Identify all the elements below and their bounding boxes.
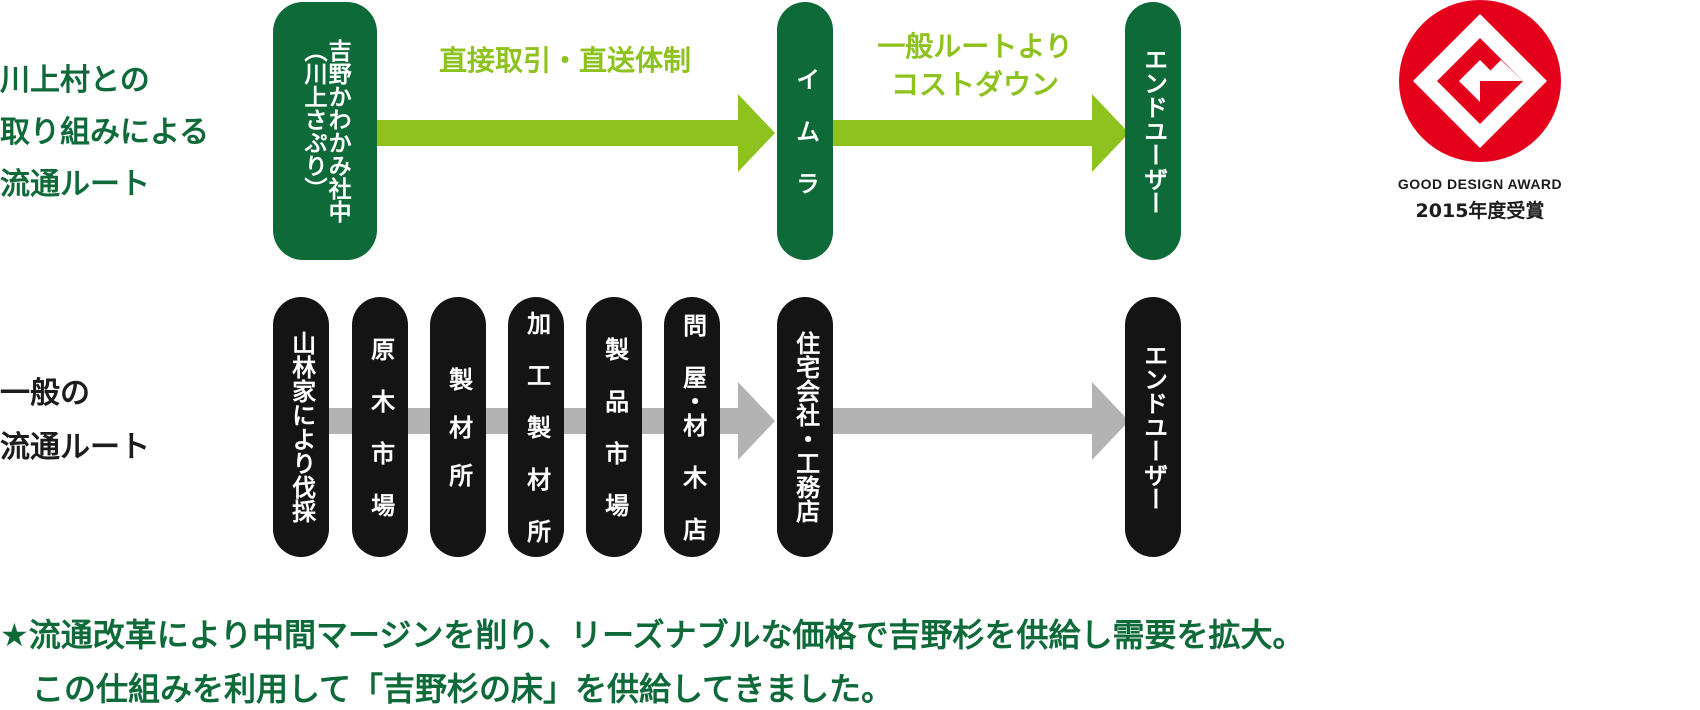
award-year: 2015年度受賞 [1415,200,1545,222]
node-product-market: 製 品 市 場 [586,297,642,557]
node-end-user-top: エンドユーザー [1125,2,1181,260]
footer-line-1: ★流通改革により中間マージンを削り、リーズナブルな価格で吉野杉を供給し需要を拡大… [0,616,1305,654]
cost-down-label: 一般ルートより コストダウン [877,30,1073,101]
top-arrow-2 [820,94,1129,172]
award-name: GOOD DESIGN AWARD [1397,176,1563,192]
direct-trade-label: 直接取引・直送体制 [438,44,691,77]
node-imura: イ ム ラ [777,2,833,260]
node-end-user-bottom: エンドユーザー [1125,297,1181,557]
node-sawmill: 製 材 所 [430,297,486,557]
general-route-label: 一般の 流通ルート [0,376,150,465]
node-forest-owner: 山林家により伐採 [273,297,329,557]
good-design-g-mark-icon [1399,0,1561,162]
node-processing-sawmill: 加 工 製 材 所 [508,297,564,557]
top-arrow-1 [370,94,775,172]
node-housing-company: 住宅会社・工務店 [777,297,833,557]
footer-line-2: この仕組みを利用して「吉野杉の床」を供給してきました。 [0,670,894,708]
good-design-award: GOOD DESIGN AWARD 2015年度受賞 [1395,0,1565,223]
node-log-market: 原 木 市 場 [352,297,408,557]
node-wholesaler: 問 屋・材 木 店 [664,297,720,557]
kawakami-route-label: 川上村との 取り組みによる 流通ルート [0,63,210,202]
node-yoshino-kawakami: 吉野かわかみ社中 （川上さぷり） [273,2,377,260]
bottom-arrow-2 [820,382,1129,460]
